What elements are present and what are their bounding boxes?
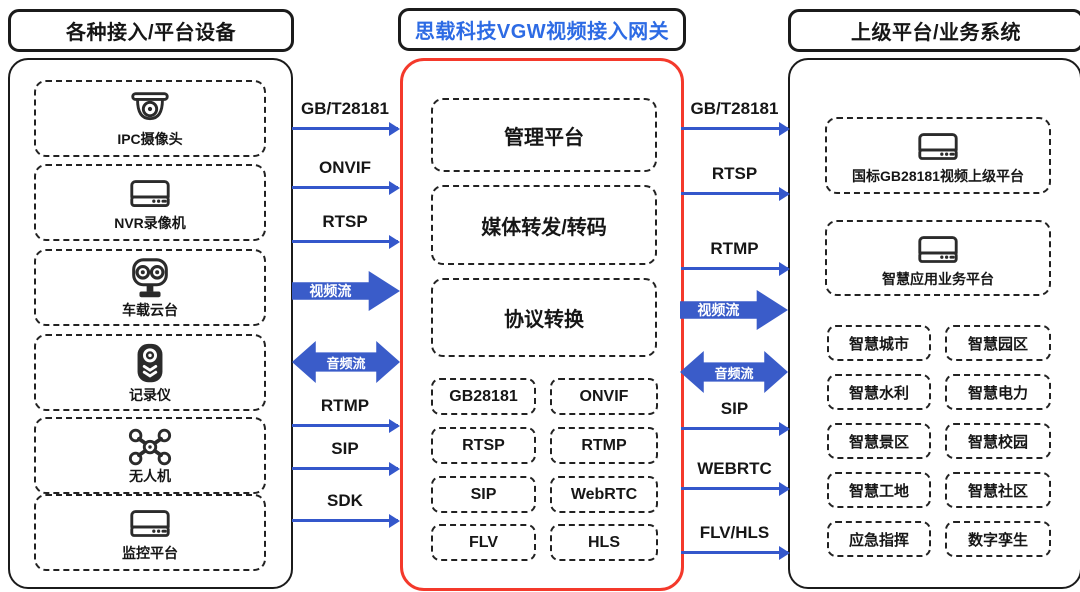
protocol-chip-onvif: ONVIF — [550, 378, 658, 415]
app-chip-smart-power: 智慧电力 — [945, 374, 1051, 410]
arrow-right-icon — [292, 461, 400, 476]
link-left-sdk: SDK — [292, 490, 400, 528]
platform-box-smart-app: 智慧应用业务平台 — [825, 220, 1051, 296]
protocol-chip-hls: HLS — [550, 524, 658, 561]
link-left-rtmp: RTMP — [292, 395, 400, 433]
app-chip-digital-twin: 数字孪生 — [945, 521, 1051, 557]
gateway-module-protocol-convert: 协议转换 — [431, 278, 657, 357]
arrow-right-icon — [292, 418, 400, 433]
dome-camera-icon — [127, 90, 173, 130]
link-right-rtmp: RTMP — [681, 238, 790, 276]
body-camera-icon — [127, 342, 173, 386]
link-left-gbt28181: GB/T28181 — [292, 98, 400, 136]
module-label: 管理平台 — [504, 126, 584, 149]
protocol-chip-sip: SIP — [431, 476, 536, 513]
left-devices-panel: IPC摄像头 NVR录像机 车载云台 记录仪 无人机 监控平台 — [8, 58, 293, 589]
device-box-monitor-platform: 监控平台 — [34, 494, 266, 571]
device-box-vehicle-ptz: 车载云台 — [34, 249, 266, 326]
device-box-drone: 无人机 — [34, 417, 266, 494]
link-left-onvif: ONVIF — [292, 157, 400, 195]
gateway-title-text: 思载科技VGW视频接入网关 — [414, 21, 670, 43]
nvr-box-icon — [915, 230, 961, 270]
device-label: IPC摄像头 — [117, 131, 183, 147]
module-label: 媒体转发/转码 — [481, 216, 607, 239]
arrow-right-icon — [681, 121, 790, 136]
audio-stream-arrow-right: 音频流 — [680, 351, 788, 393]
arrow-right-icon — [681, 186, 790, 201]
device-label: 车载云台 — [122, 302, 178, 318]
platform-label: 智慧应用业务平台 — [882, 270, 994, 287]
right-platforms-panel: 国标GB28181视频上级平台 智慧应用业务平台 智慧城市 智慧园区 智慧水利 … — [788, 58, 1080, 589]
arrow-right-icon — [681, 421, 790, 436]
link-left-sip: SIP — [292, 438, 400, 476]
device-label: NVR录像机 — [114, 215, 186, 231]
device-label: 记录仪 — [129, 387, 171, 403]
app-chip-smart-site: 智慧工地 — [827, 472, 931, 508]
gateway-module-media-forward: 媒体转发/转码 — [431, 185, 657, 265]
arrow-right-icon — [681, 481, 790, 496]
app-chip-smart-park: 智慧园区 — [945, 325, 1051, 361]
left-column-title: 各种接入/平台设备 — [8, 9, 294, 52]
protocol-chip-rtsp: RTSP — [431, 427, 536, 464]
link-right-gbt28181: GB/T28181 — [681, 98, 790, 136]
dual-lens-ptz-icon — [127, 257, 173, 301]
protocol-chip-flv: FLV — [431, 524, 536, 561]
video-stream-arrow-right: 视频流 — [680, 290, 788, 330]
device-label: 监控平台 — [122, 545, 178, 561]
device-box-recorder: 记录仪 — [34, 334, 266, 411]
device-box-ipc-camera: IPC摄像头 — [34, 80, 266, 157]
platform-label: 国标GB28181视频上级平台 — [852, 168, 1024, 184]
arrow-right-icon — [292, 180, 400, 195]
gateway-module-management: 管理平台 — [431, 98, 657, 172]
app-chip-smart-community: 智慧社区 — [945, 472, 1051, 508]
protocol-chip-gb28181: GB28181 — [431, 378, 536, 415]
link-left-rtsp: RTSP — [292, 211, 400, 249]
app-chip-smart-water: 智慧水利 — [827, 374, 931, 410]
link-right-sip: SIP — [681, 398, 790, 436]
video-stream-arrow-left: 视频流 — [292, 271, 400, 311]
arrow-right-icon — [681, 545, 790, 560]
audio-stream-arrow-left: 音频流 — [292, 341, 400, 383]
arrow-right-icon — [292, 234, 400, 249]
link-right-webrtc: WEBRTC — [681, 458, 790, 496]
app-chip-smart-city: 智慧城市 — [827, 325, 931, 361]
right-column-title: 上级平台/业务系统 — [788, 9, 1080, 52]
right-title-text: 上级平台/业务系统 — [850, 22, 1022, 44]
arrow-right-icon — [681, 261, 790, 276]
link-right-rtsp: RTSP — [681, 163, 790, 201]
app-chip-smart-scenic: 智慧景区 — [827, 423, 931, 459]
module-label: 协议转换 — [504, 309, 584, 331]
nvr-box-icon — [915, 127, 961, 167]
nvr-box-icon — [127, 504, 173, 544]
app-chip-smart-campus: 智慧校园 — [945, 423, 1051, 459]
drone-icon — [127, 427, 173, 467]
device-label: 无人机 — [129, 468, 171, 484]
link-right-flv-hls: FLV/HLS — [681, 522, 790, 560]
gateway-title: 思载科技VGW视频接入网关 — [398, 8, 686, 51]
app-chip-emergency-command: 应急指挥 — [827, 521, 931, 557]
arrow-right-icon — [292, 513, 400, 528]
arrow-right-icon — [292, 121, 400, 136]
protocol-chip-rtmp: RTMP — [550, 427, 658, 464]
nvr-box-icon — [127, 174, 173, 214]
protocol-chip-webrtc: WebRTC — [550, 476, 658, 513]
device-box-nvr: NVR录像机 — [34, 164, 266, 241]
left-title-text: 各种接入/平台设备 — [65, 22, 237, 44]
platform-box-gb28181-upper: 国标GB28181视频上级平台 — [825, 117, 1051, 194]
gateway-panel: 管理平台 媒体转发/转码 协议转换 GB28181 ONVIF RTSP RTM… — [400, 58, 684, 591]
